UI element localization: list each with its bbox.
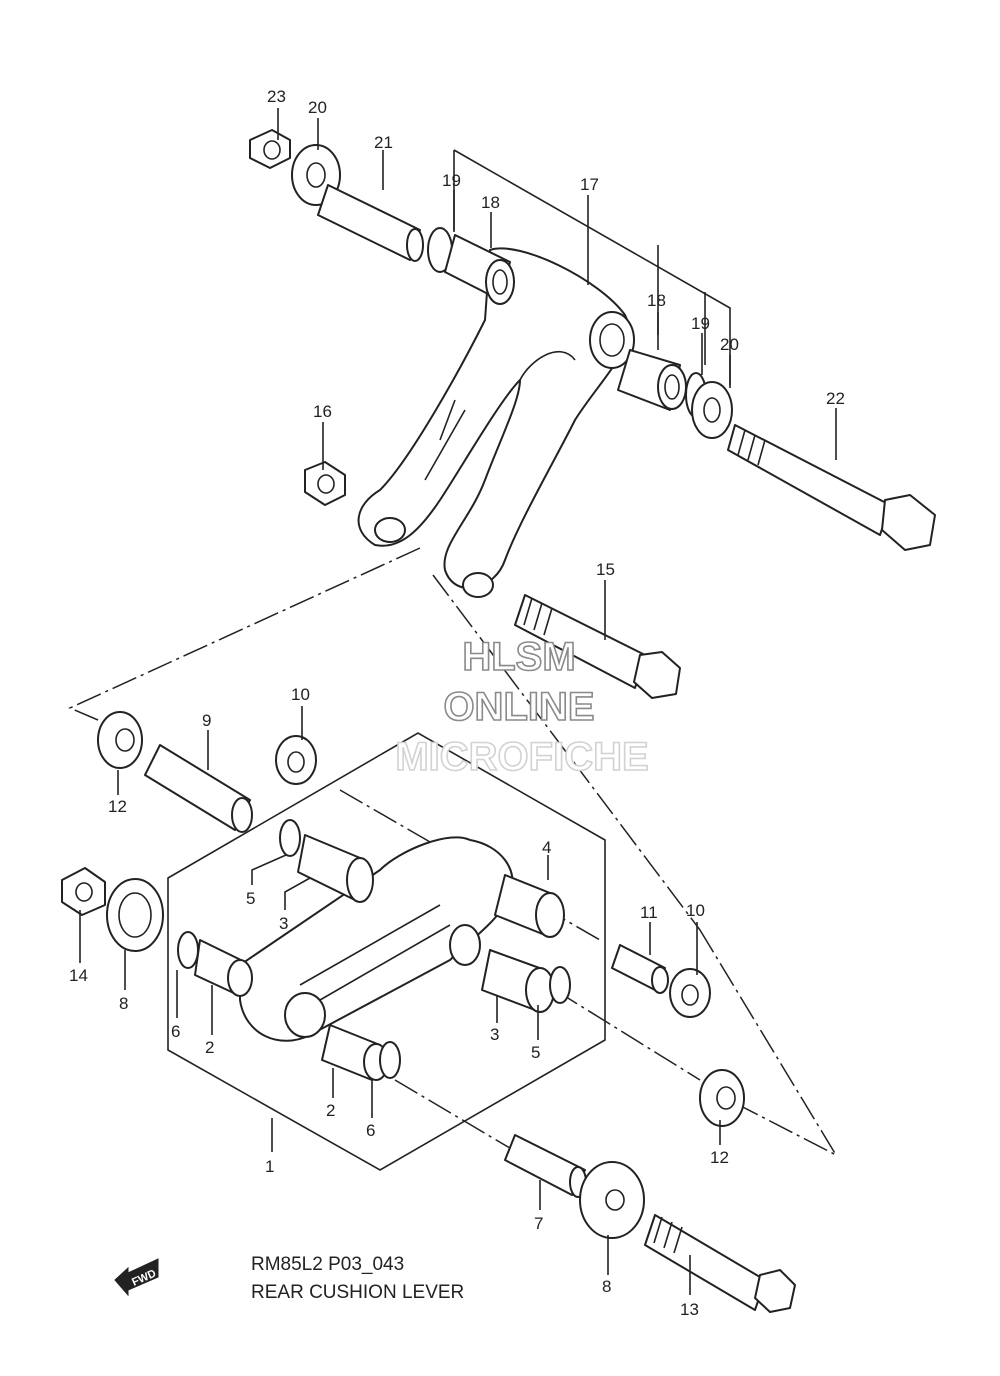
bearing-3-right [481,949,555,1013]
callout-12: 12 [710,1148,729,1167]
cushion-rod-1 [239,836,514,1042]
nut-16 [304,461,346,506]
callout-17: 17 [580,175,599,194]
callout-7: 7 [534,1214,543,1233]
watermark-line-1: HLSM [462,635,575,679]
spacer-7 [504,1134,587,1198]
callout-21: 21 [374,133,393,152]
watermark: HLSM ONLINE MICROFICHE [395,634,650,780]
callout-8: 8 [602,1277,611,1296]
callout-9: 9 [202,711,211,730]
callout-3: 3 [490,1025,499,1044]
watermark-line-3: MICROFICHE [395,735,648,779]
callout-19: 19 [442,171,461,190]
washer-12-left [97,711,143,769]
callout-5: 5 [246,889,255,908]
bearing-3-left [297,834,374,903]
callout-6: 6 [366,1121,375,1140]
bearing-2-lower [321,1024,389,1081]
callout-6: 6 [171,1022,180,1041]
group-lines [68,149,839,1171]
callout-10: 10 [291,685,310,704]
circlip-6-lower [379,1041,401,1079]
circlip-6-left [177,931,199,969]
watermark-line-2: ONLINE [443,685,594,729]
bolt-15 [514,594,681,699]
callout-14: 14 [69,966,88,985]
callout-22: 22 [826,389,845,408]
washer-8-lower [579,1161,645,1239]
nut-14 [61,867,106,916]
spacer-21 [317,184,424,262]
circlip-5-left [279,819,301,857]
washer-8-left [106,878,164,952]
bearing-2-left [194,939,253,997]
callout-1: 1 [265,1157,274,1176]
callout-20: 20 [308,98,327,117]
seal-10-right [669,968,711,1018]
seal-10-left [275,735,317,785]
callout-16: 16 [313,402,332,421]
callout-5: 5 [531,1043,540,1062]
callout-2: 2 [326,1101,335,1120]
callout-10: 10 [686,901,705,920]
bearing-18-right [617,349,687,411]
diagram-title: REAR CUSHION LEVER [251,1282,464,1303]
spacer-11 [611,944,669,994]
bolt-13 [644,1214,796,1313]
callout-15: 15 [596,560,615,579]
callout-3: 3 [279,914,288,933]
callout-leaders [79,108,837,1295]
callout-2: 2 [205,1038,214,1057]
callout-8: 8 [119,994,128,1013]
washer-20-right [691,381,733,439]
callout-20: 20 [720,335,739,354]
spacer-9 [144,744,253,833]
callout-13: 13 [680,1300,699,1319]
nut-23 [249,129,291,169]
callout-4: 4 [542,838,551,857]
callout-numbers: 23 20 21 19 18 17 18 19 20 22 16 15 10 9… [69,87,845,1319]
bolt-22 [727,424,936,551]
rear-cushion-upper-arm [357,247,635,598]
callout-23: 23 [267,87,286,106]
bearing-4 [494,874,565,938]
callout-11: 11 [640,903,658,922]
callout-18: 18 [647,291,666,310]
bearing-18-left [444,234,515,305]
diagram-code: RM85L2 P03_043 [251,1254,404,1275]
callout-12: 12 [108,797,127,816]
washer-12-right [699,1069,745,1127]
fwd-arrow-icon: FWD [114,1258,159,1297]
callout-18: 18 [481,193,500,212]
circlip-5-right [549,966,571,1004]
callout-19: 19 [691,314,710,333]
